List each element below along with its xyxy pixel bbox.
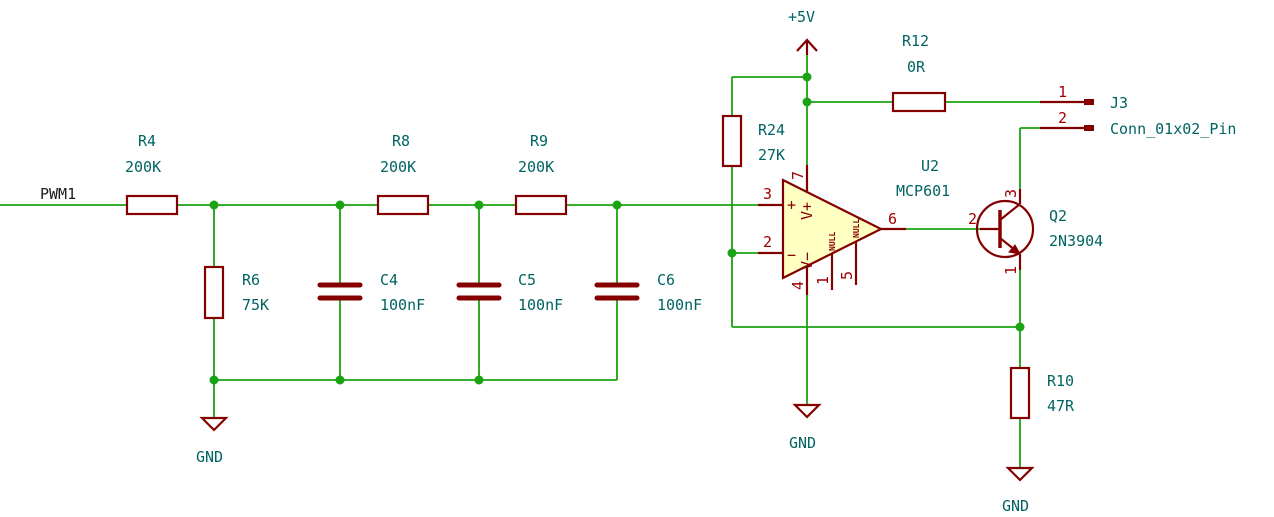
gnd-right: GND (1002, 466, 1035, 515)
u2-pin-4: 4 (789, 281, 807, 290)
r24-value: 27K (758, 146, 785, 164)
resistor-r12[interactable]: R12 0R (891, 32, 947, 113)
junctions (209, 72, 1025, 385)
capacitor-c6[interactable]: C6 100nF (594, 271, 702, 314)
resistor-r9[interactable]: R9 200K (514, 132, 568, 216)
junction-dot (335, 375, 345, 385)
r6-value: 75K (242, 296, 269, 314)
c6-ref: C6 (657, 271, 675, 289)
c5-ref: C5 (518, 271, 536, 289)
c4-ref: C4 (380, 271, 398, 289)
c5-value: 100nF (518, 296, 563, 314)
r24-ref: R24 (758, 121, 785, 139)
c6-value: 100nF (657, 296, 702, 314)
resistor-r10[interactable]: R10 47R (1009, 366, 1075, 420)
q2-ref: Q2 (1049, 207, 1067, 225)
connector-j3[interactable]: 1 2 J3 Conn_01x02_Pin (1040, 83, 1236, 138)
r6-ref: R6 (242, 271, 260, 289)
u2-pin-5: 5 (838, 271, 856, 280)
j3-value: Conn_01x02_Pin (1110, 120, 1236, 138)
opamp-plus-sign: + (787, 196, 796, 214)
power-5v: +5V (788, 8, 818, 55)
q2-pin-1: 1 (1002, 266, 1020, 275)
opamp-null-1: NULL (828, 232, 837, 251)
capacitor-c5[interactable]: C5 100nF (456, 271, 563, 314)
u2-pin-2: 2 (763, 233, 772, 251)
resistor-r24[interactable]: R24 27K (721, 114, 785, 168)
capacitor-c4[interactable]: C4 100nF (317, 271, 425, 314)
r10-value: 47R (1047, 397, 1075, 415)
opamp-minus-sign: − (787, 246, 796, 264)
r8-value: 200K (380, 158, 416, 176)
junction-dot (209, 200, 219, 210)
u2-value: MCP601 (896, 182, 950, 200)
j3-ref: J3 (1110, 94, 1128, 112)
u2-pin-6: 6 (888, 210, 897, 228)
q2-pin-2: 2 (968, 210, 977, 228)
q2-value: 2N3904 (1049, 232, 1103, 250)
gnd-mid: GND (789, 403, 822, 452)
gnd-right-label: GND (1002, 497, 1029, 515)
r10-ref: R10 (1047, 372, 1074, 390)
r8-ref: R8 (392, 132, 410, 150)
junction-dot (335, 200, 345, 210)
transistor-q2[interactable]: 2 3 1 Q2 2N3904 (968, 189, 1103, 275)
r4-value: 200K (125, 158, 161, 176)
gnd-left-label: GND (196, 448, 223, 466)
junction-dot (802, 97, 812, 107)
junction-dot (612, 200, 622, 210)
gnd-mid-label: GND (789, 434, 816, 452)
j3-pin-2: 2 (1058, 109, 1067, 127)
net-label-pwm1: PWM1 (40, 185, 76, 203)
r9-ref: R9 (530, 132, 548, 150)
junction-dot (209, 375, 219, 385)
gnd-left: GND (196, 416, 229, 466)
wires (0, 55, 1040, 468)
u2-pin-1: 1 (814, 276, 832, 285)
junction-dot (802, 72, 812, 82)
j3-pin-1: 1 (1058, 83, 1067, 101)
r9-value: 200K (518, 158, 554, 176)
junction-dot (1015, 322, 1025, 332)
u2-pin-3: 3 (763, 185, 772, 203)
power-5v-label: +5V (788, 8, 815, 26)
c4-value: 100nF (380, 296, 425, 314)
opamp-null-5: NULL (852, 219, 861, 238)
u2-ref: U2 (921, 157, 939, 175)
r4-ref: R4 (138, 132, 156, 150)
resistor-r8[interactable]: R8 200K (376, 132, 430, 216)
opamp-vminus: V− (798, 252, 816, 270)
u2-pin-7: 7 (789, 171, 807, 180)
junction-dot (727, 248, 737, 258)
r12-value: 0R (907, 58, 926, 76)
junction-dot (474, 375, 484, 385)
resistor-r4[interactable]: R4 200K (125, 132, 179, 216)
q2-pin-3: 3 (1002, 189, 1020, 198)
junction-dot (474, 200, 484, 210)
opamp-u2[interactable]: + − V+ V− NULL NULL 3 2 7 4 6 1 5 U2 MCP… (758, 157, 950, 295)
resistor-r6[interactable]: R6 75K (203, 265, 269, 320)
r12-ref: R12 (902, 32, 929, 50)
opamp-vplus: V+ (798, 202, 816, 220)
